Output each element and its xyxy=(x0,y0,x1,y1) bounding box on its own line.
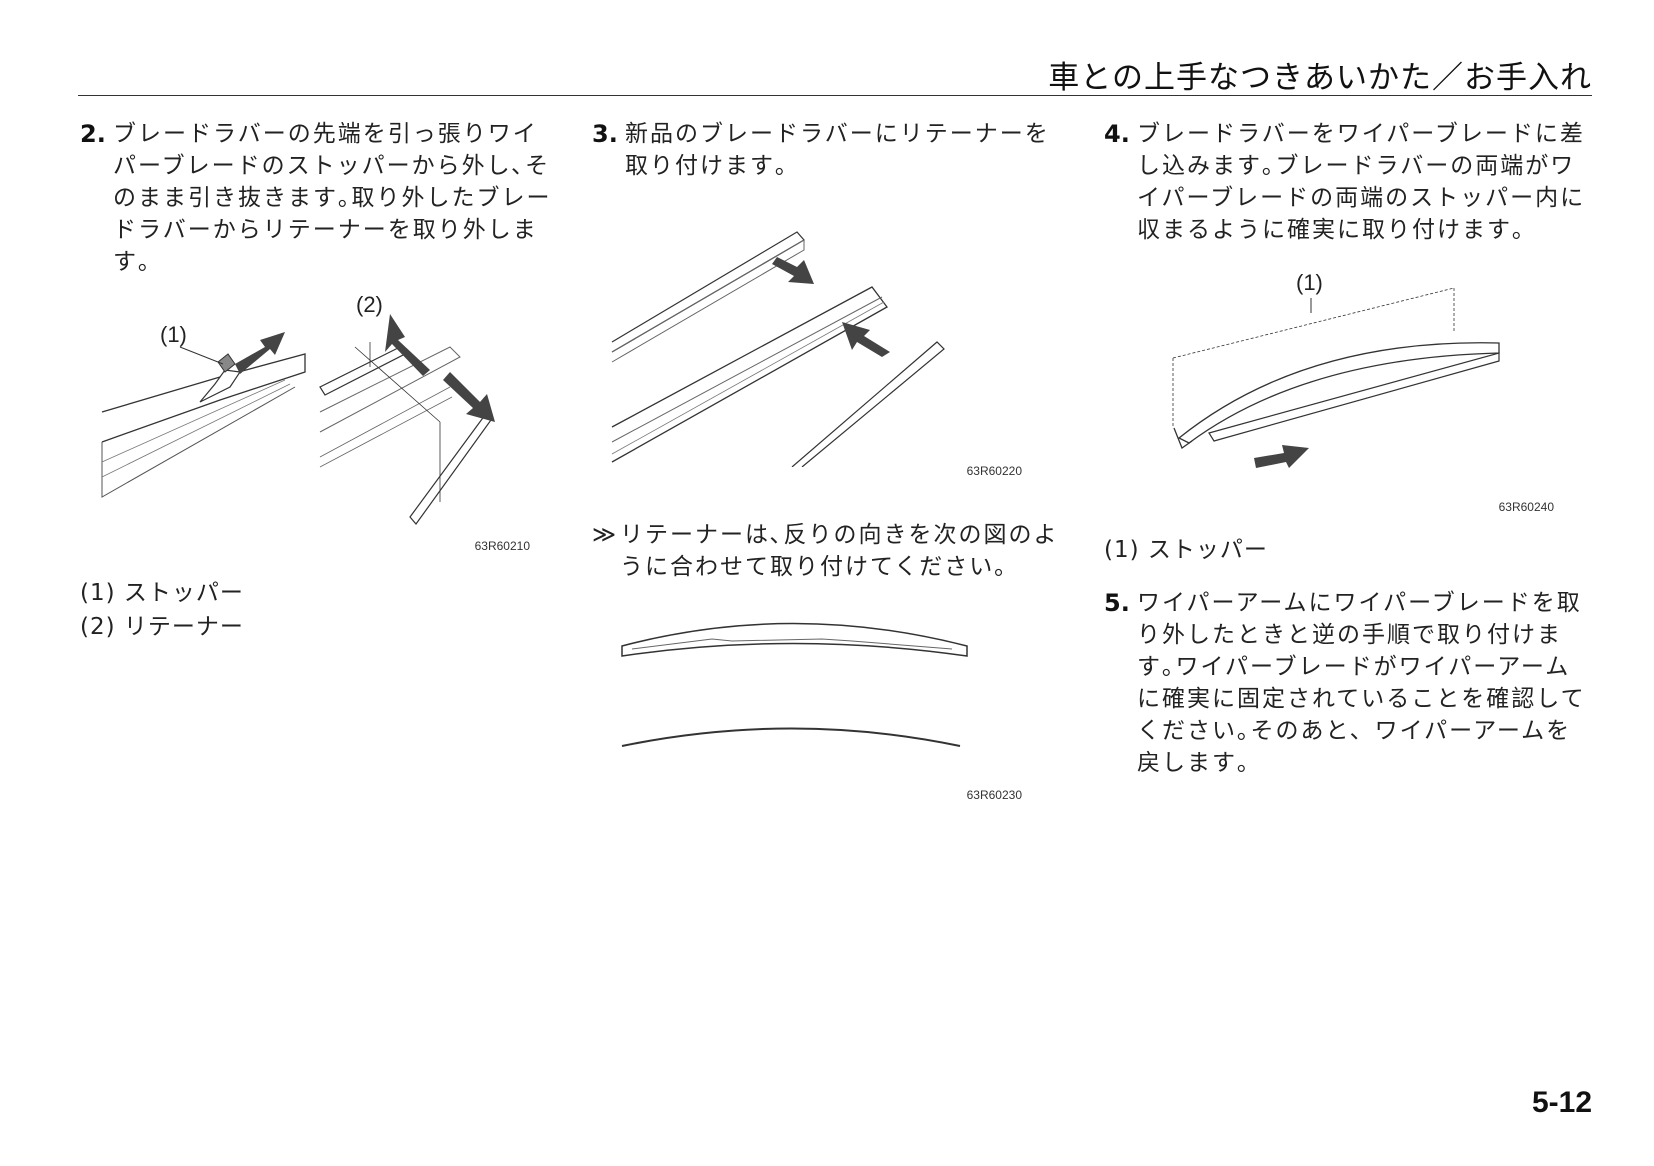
legend-item-stopper: (1) ストッパー xyxy=(1104,537,1268,563)
column-left: 2. ブレードラバーの先端を引っ張りワイパーブレードのストッパーから外し､そのま… xyxy=(80,118,560,644)
figure-code: 63R60230 xyxy=(966,788,1022,802)
retainer-attach-illustration xyxy=(611,231,945,467)
step-5: 5. ワイパーアームにワイパーブレードを取り外したときと逆の手順で取り付けます｡… xyxy=(1104,587,1594,779)
note-text: リテーナーは､反りの向きを次の図のように合わせて取り付けてください｡ xyxy=(620,522,1059,580)
step-text: ブレードラバーをワイパーブレードに差し込みます｡ブレードラバーの両端がワイパーブ… xyxy=(1137,121,1586,243)
blade-removal-illustration: (1) (2) xyxy=(101,292,495,525)
step-number: 4. xyxy=(1104,120,1130,148)
step-text: 新品のブレードラバーにリテーナーを取り付けます｡ xyxy=(625,121,1050,179)
step-text: ブレードラバーの先端を引っ張りワイパーブレードのストッパーから外し､そのまま引き… xyxy=(113,121,552,275)
callout-1: (1) xyxy=(160,322,187,347)
legend-list: (1) ストッパー (2) リテーナー xyxy=(80,576,560,644)
column-middle: 3. 新品のブレードラバーにリテーナーを取り付けます｡ 63R60220 ≫ リ… xyxy=(592,118,1072,811)
header-divider xyxy=(78,95,1592,96)
step-3: 3. 新品のブレードラバーにリテーナーを取り付けます｡ xyxy=(592,118,1072,182)
step-4: 4. ブレードラバーをワイパーブレードに差し込みます｡ブレードラバーの両端がワイ… xyxy=(1104,118,1594,246)
retainer-curvature-illustration xyxy=(621,622,968,747)
figure-remove-blade-rubber: (1) (2) 63R60210 xyxy=(80,292,530,562)
legend-item-retainer: (2) リテーナー xyxy=(80,614,244,640)
step-number: 5. xyxy=(1104,589,1130,617)
note-retainer-direction: ≫ リテーナーは､反りの向きを次の図のように合わせて取り付けてください｡ xyxy=(592,519,1072,583)
page-number: 5-12 xyxy=(1531,1086,1592,1119)
note-mark: ≫ xyxy=(592,522,619,548)
column-right: 4. ブレードラバーをワイパーブレードに差し込みます｡ブレードラバーの両端がワイ… xyxy=(1104,118,1594,779)
callout-2: (2) xyxy=(356,292,383,317)
legend-item-stopper: (1) ストッパー xyxy=(80,580,244,606)
figure-insert-blade-rubber: (1) 63R60240 xyxy=(1104,258,1554,523)
step-number: 2. xyxy=(80,120,106,148)
figure-code: 63R60220 xyxy=(966,464,1022,478)
step-number: 3. xyxy=(592,120,618,148)
figure-retainer-curvature: 63R60230 xyxy=(592,611,1022,811)
step-2: 2. ブレードラバーの先端を引っ張りワイパーブレードのストッパーから外し､そのま… xyxy=(80,118,560,278)
page-header-title: 車との上手なつきあいかた／お手入れ xyxy=(1048,60,1592,96)
blade-insert-illustration: (1) xyxy=(1172,270,1500,468)
callout-1: (1) xyxy=(1296,270,1323,295)
step-text: ワイパーアームにワイパーブレードを取り外したときと逆の手順で取り付けます｡ワイパ… xyxy=(1137,590,1586,776)
figure-code: 63R60210 xyxy=(474,539,530,553)
legend-list: (1) ストッパー xyxy=(1104,533,1594,567)
figure-code: 63R60240 xyxy=(1498,500,1554,514)
figure-attach-retainer: 63R60220 xyxy=(592,192,1022,487)
